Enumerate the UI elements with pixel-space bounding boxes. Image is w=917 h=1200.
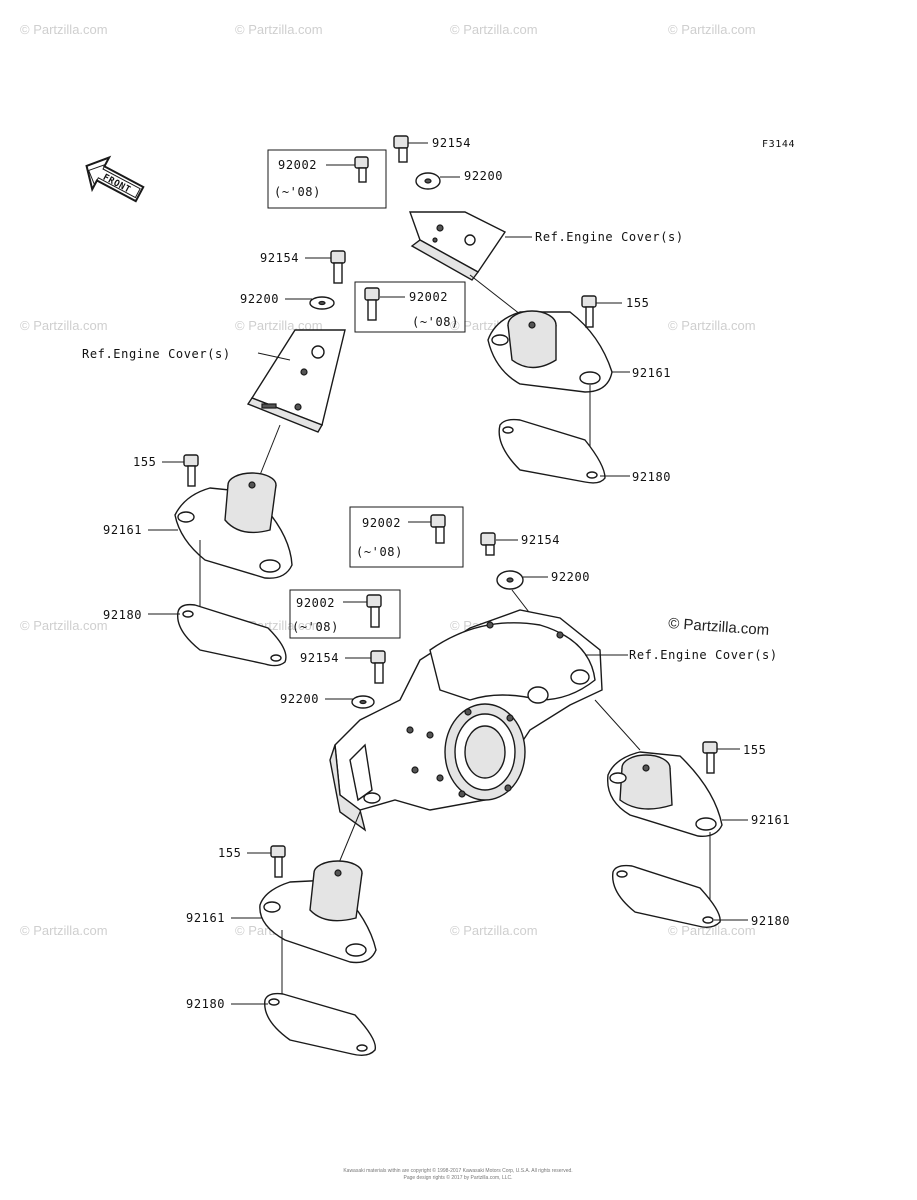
bolt-icon	[270, 845, 286, 878]
watermark: © Partzilla.com	[668, 318, 756, 333]
bolt-icon	[370, 650, 386, 684]
part-label-155[interactable]: 155	[743, 743, 766, 757]
part-label-92161[interactable]: 92161	[186, 911, 225, 925]
variant-box	[267, 149, 387, 209]
bolt-icon	[393, 135, 409, 163]
part-label-92002[interactable]: 92002	[278, 158, 317, 172]
year-note: (~'08)	[412, 315, 459, 329]
bolt-icon	[430, 514, 446, 544]
part-label-92154[interactable]: 92154	[432, 136, 471, 150]
watermark: © Partzilla.com	[20, 22, 108, 37]
cover-plate-icon	[498, 418, 606, 484]
bolt-icon	[183, 454, 199, 487]
cover-plate-icon	[264, 992, 377, 1057]
year-note: (~'08)	[274, 185, 321, 199]
bolt-icon	[480, 532, 496, 556]
part-label-92180[interactable]: 92180	[751, 914, 790, 928]
diagram-code: F3144	[762, 139, 795, 150]
part-label-92161[interactable]: 92161	[632, 366, 671, 380]
part-label-92154[interactable]: 92154	[260, 251, 299, 265]
ref-engine-cover-label: Ref.Engine Cover(s)	[629, 648, 778, 662]
variant-box	[289, 589, 401, 639]
year-note: (~'08)	[292, 620, 339, 634]
part-label-92002[interactable]: 92002	[409, 290, 448, 304]
part-label-92180[interactable]: 92180	[632, 470, 671, 484]
part-label-92002[interactable]: 92002	[362, 516, 401, 530]
part-label-92200[interactable]: 92200	[240, 292, 279, 306]
bolt-icon	[366, 594, 382, 628]
part-label-92180[interactable]: 92180	[186, 997, 225, 1011]
part-label-155[interactable]: 155	[133, 455, 156, 469]
engine-bracket-icon	[246, 329, 346, 433]
bolt-icon	[581, 295, 597, 328]
bolt-icon	[354, 156, 369, 183]
bolt-icon	[702, 741, 718, 774]
engine-cover-icon	[329, 609, 603, 832]
part-label-92161[interactable]: 92161	[103, 523, 142, 537]
watermark: © Partzilla.com	[450, 923, 538, 938]
watermark: © Partzilla.com	[668, 923, 756, 938]
engine-mount-icon	[606, 751, 723, 837]
ref-engine-cover-label: Ref.Engine Cover(s)	[535, 230, 684, 244]
watermark: © Partzilla.com	[235, 22, 323, 37]
watermark: © Partzilla.com	[20, 318, 108, 333]
watermark: © Partzilla.com	[20, 618, 108, 633]
watermark-main: © Partzilla.com	[668, 615, 770, 639]
part-label-92200[interactable]: 92200	[551, 570, 590, 584]
part-label-92154[interactable]: 92154	[300, 651, 339, 665]
bolt-icon	[330, 250, 346, 284]
part-label-92154[interactable]: 92154	[521, 533, 560, 547]
variant-box	[354, 281, 466, 333]
engine-mount-icon	[487, 310, 613, 393]
cover-plate-icon	[611, 864, 721, 929]
ref-engine-cover-label: Ref.Engine Cover(s)	[82, 347, 231, 361]
watermark: © Partzilla.com	[668, 22, 756, 37]
watermark: © Partzilla.com	[20, 923, 108, 938]
year-note: (~'08)	[356, 545, 403, 559]
part-label-92180[interactable]: 92180	[103, 608, 142, 622]
bolt-icon	[364, 287, 380, 321]
watermark: © Partzilla.com	[450, 22, 538, 37]
part-label-155[interactable]: 155	[626, 296, 649, 310]
engine-mount-icon	[259, 860, 377, 964]
front-arrow-icon: FRONT	[85, 155, 145, 203]
part-label-155[interactable]: 155	[218, 846, 241, 860]
engine-bracket-icon	[409, 211, 507, 281]
copyright-line: Page design rights © 2017 by Partzilla.c…	[403, 1174, 512, 1181]
copyright-line: Kawasaki materials within are copyright …	[343, 1167, 572, 1174]
cover-plate-icon	[176, 603, 287, 667]
watermark: © Partzilla.com	[235, 318, 323, 333]
part-label-92161[interactable]: 92161	[751, 813, 790, 827]
variant-box	[349, 506, 464, 568]
part-label-92002[interactable]: 92002	[296, 596, 335, 610]
part-label-92200[interactable]: 92200	[280, 692, 319, 706]
part-label-92200[interactable]: 92200	[464, 169, 503, 183]
engine-mount-icon	[174, 472, 293, 579]
